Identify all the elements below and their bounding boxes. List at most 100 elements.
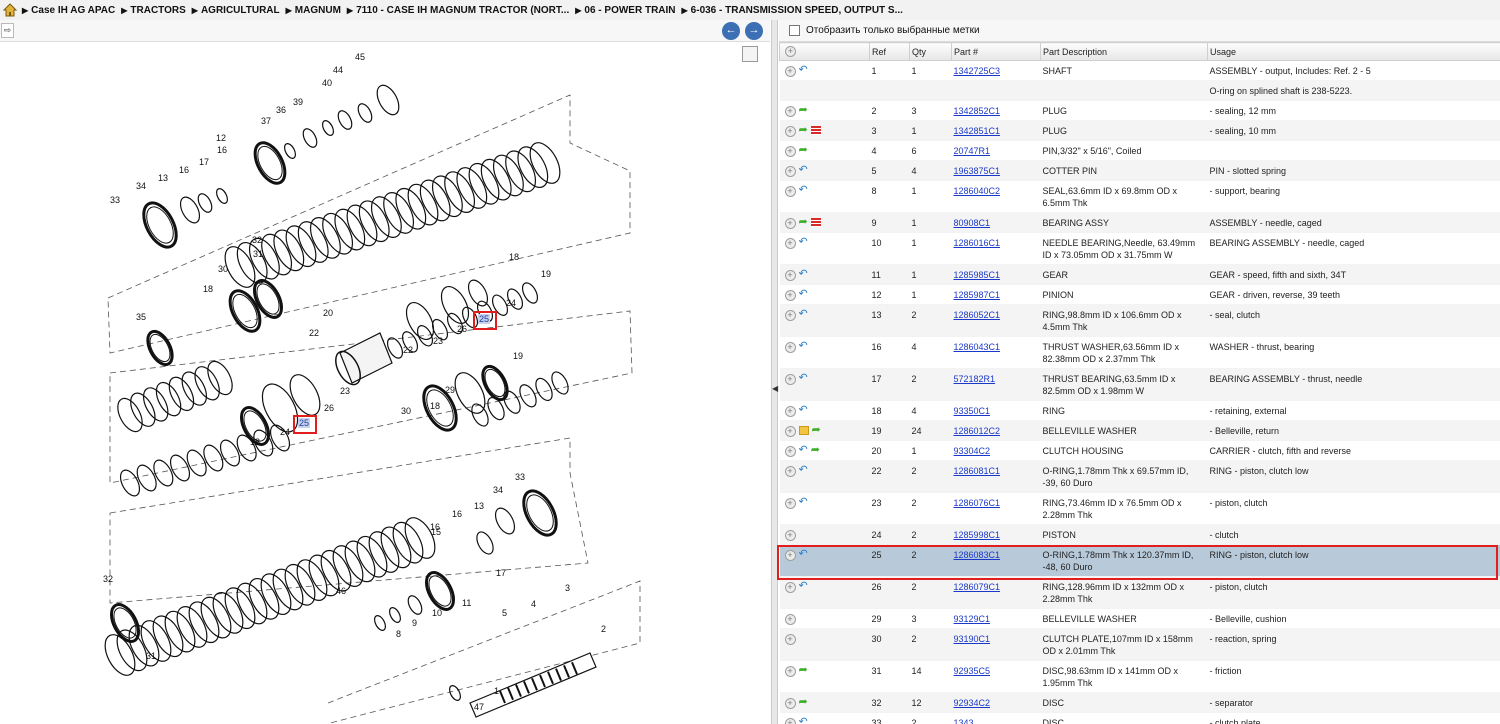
add-to-cart-icon[interactable]: + — [784, 146, 796, 157]
part-number-link[interactable]: 1286076C1 — [953, 498, 1001, 508]
breadcrumb-item[interactable]: Case IH AG APAC — [22, 5, 115, 16]
cell-part[interactable]: 93129C1 — [951, 608, 1041, 629]
add-to-cart-icon[interactable]: + — [784, 406, 796, 417]
add-to-cart-icon[interactable]: + — [784, 634, 796, 645]
part-number-link[interactable]: 1286081C1 — [953, 466, 1001, 476]
part-number-link[interactable]: 1343... — [953, 718, 982, 724]
part-number-link[interactable]: 93129C1 — [953, 614, 991, 624]
part-number-link[interactable]: 1286079C1 — [953, 582, 1001, 592]
breadcrumb-item[interactable]: AGRICULTURAL — [192, 5, 280, 16]
cell-part[interactable]: 92935C5 — [951, 660, 1041, 693]
add-to-cart-icon[interactable]: + — [784, 698, 796, 709]
pane-splitter[interactable]: ◀ — [771, 20, 778, 724]
breadcrumb-item[interactable]: 06 - POWER TRAIN — [575, 5, 675, 16]
cell-part[interactable]: 1286016C1 — [951, 232, 1041, 265]
cell-part[interactable]: 93350C1 — [951, 400, 1041, 421]
part-number-link[interactable]: 1286040C2 — [953, 186, 1001, 196]
arrow-back-icon[interactable]: ↶ — [798, 716, 808, 724]
part-number-link[interactable]: 1286012C2 — [953, 426, 1001, 436]
cell-part[interactable]: 1286040C2 — [951, 180, 1041, 213]
collapse-arrow-icon[interactable]: ◀ — [772, 384, 779, 393]
cell-part[interactable]: 1286079C1 — [951, 576, 1041, 609]
col-header-description[interactable]: Part Description — [1040, 42, 1208, 61]
arrow-forward-icon[interactable]: ➦ — [798, 664, 808, 676]
table-row[interactable]: O-ring on splined shaft is 238-5223. — [779, 80, 1500, 101]
cell-part[interactable]: 1286081C1 — [951, 460, 1041, 493]
add-to-cart-icon[interactable]: + — [784, 310, 796, 321]
part-number-link[interactable]: 1286052C1 — [953, 310, 1001, 320]
note-icon[interactable] — [798, 426, 809, 435]
arrow-forward-icon[interactable]: ➦ — [798, 144, 808, 156]
arrow-back-icon[interactable]: ↶ — [798, 164, 808, 176]
arrow-back-icon[interactable]: ↶ — [798, 184, 808, 196]
col-header-qty[interactable]: Qty — [909, 42, 952, 61]
col-header-part[interactable]: Part # — [951, 42, 1041, 61]
part-number-link[interactable]: 1342852C1 — [953, 106, 1001, 116]
arrow-back-icon[interactable]: ↶ — [798, 268, 808, 280]
next-page-button[interactable]: → — [745, 22, 763, 40]
breadcrumb-item[interactable]: MAGNUM — [286, 5, 341, 16]
add-to-cart-icon[interactable]: + — [784, 218, 796, 229]
add-to-cart-icon[interactable]: + — [784, 614, 796, 625]
cell-part[interactable]: 1286052C1 — [951, 304, 1041, 337]
add-to-cart-icon[interactable]: + — [784, 270, 796, 281]
arrow-back-icon[interactable]: ↶ — [798, 340, 808, 352]
part-number-link[interactable]: 20747R1 — [953, 146, 991, 156]
cell-part[interactable]: 1286043C1 — [951, 336, 1041, 369]
breadcrumb-item[interactable]: TRACTORS — [121, 5, 185, 16]
arrow-back-icon[interactable]: ↶ — [798, 236, 808, 248]
add-to-cart-icon[interactable]: + — [784, 342, 796, 353]
arrow-forward-icon[interactable]: ➦ — [798, 696, 808, 708]
add-to-cart-icon[interactable]: + — [784, 530, 796, 541]
arrow-back-icon[interactable]: ↶ — [798, 548, 808, 560]
cell-part[interactable]: 1286083C1 — [951, 544, 1041, 577]
cell-part[interactable]: 1286076C1 — [951, 492, 1041, 525]
cell-part[interactable]: 93304C2 — [951, 440, 1041, 461]
arrow-forward-icon[interactable]: ➦ — [810, 444, 820, 456]
add-to-cart-icon[interactable]: + — [784, 446, 796, 457]
cell-part[interactable]: 1285985C1 — [951, 264, 1041, 285]
part-number-link[interactable]: 93350C1 — [953, 406, 991, 416]
arrow-back-icon[interactable]: ↶ — [798, 444, 808, 456]
cell-part[interactable]: 1342852C1 — [951, 100, 1041, 121]
add-to-cart-icon[interactable]: + — [784, 66, 796, 77]
part-number-link[interactable]: 80908C1 — [953, 218, 991, 228]
col-header-ref[interactable]: Ref — [869, 42, 910, 61]
part-number-link[interactable]: 1285987C1 — [953, 290, 1001, 300]
expand-all-header[interactable]: + — [779, 42, 870, 61]
arrow-back-icon[interactable]: ↶ — [798, 464, 808, 476]
expand-sidebar-icon[interactable]: ⇨ — [1, 23, 14, 38]
part-number-link[interactable]: 1286083C1 — [953, 550, 1001, 560]
add-to-cart-icon[interactable]: + — [784, 550, 796, 561]
add-to-cart-icon[interactable]: + — [784, 126, 796, 137]
part-number-link[interactable]: 92935C5 — [953, 666, 991, 676]
expand-all-icon[interactable]: + — [785, 46, 796, 57]
part-number-link[interactable]: 572182R1 — [953, 374, 996, 384]
arrow-back-icon[interactable]: ↶ — [798, 404, 808, 416]
previous-page-button[interactable]: ← — [722, 22, 740, 40]
cell-part[interactable]: 1342851C1 — [951, 120, 1041, 141]
col-header-usage[interactable]: Usage — [1207, 42, 1500, 61]
part-number-link[interactable]: 1342725C3 — [953, 66, 1001, 76]
breadcrumb-item[interactable]: 6-036 - TRANSMISSION SPEED, OUTPUT S... — [682, 5, 903, 16]
part-number-link[interactable]: 93190C1 — [953, 634, 991, 644]
cell-part[interactable]: 20747R1 — [951, 140, 1041, 161]
